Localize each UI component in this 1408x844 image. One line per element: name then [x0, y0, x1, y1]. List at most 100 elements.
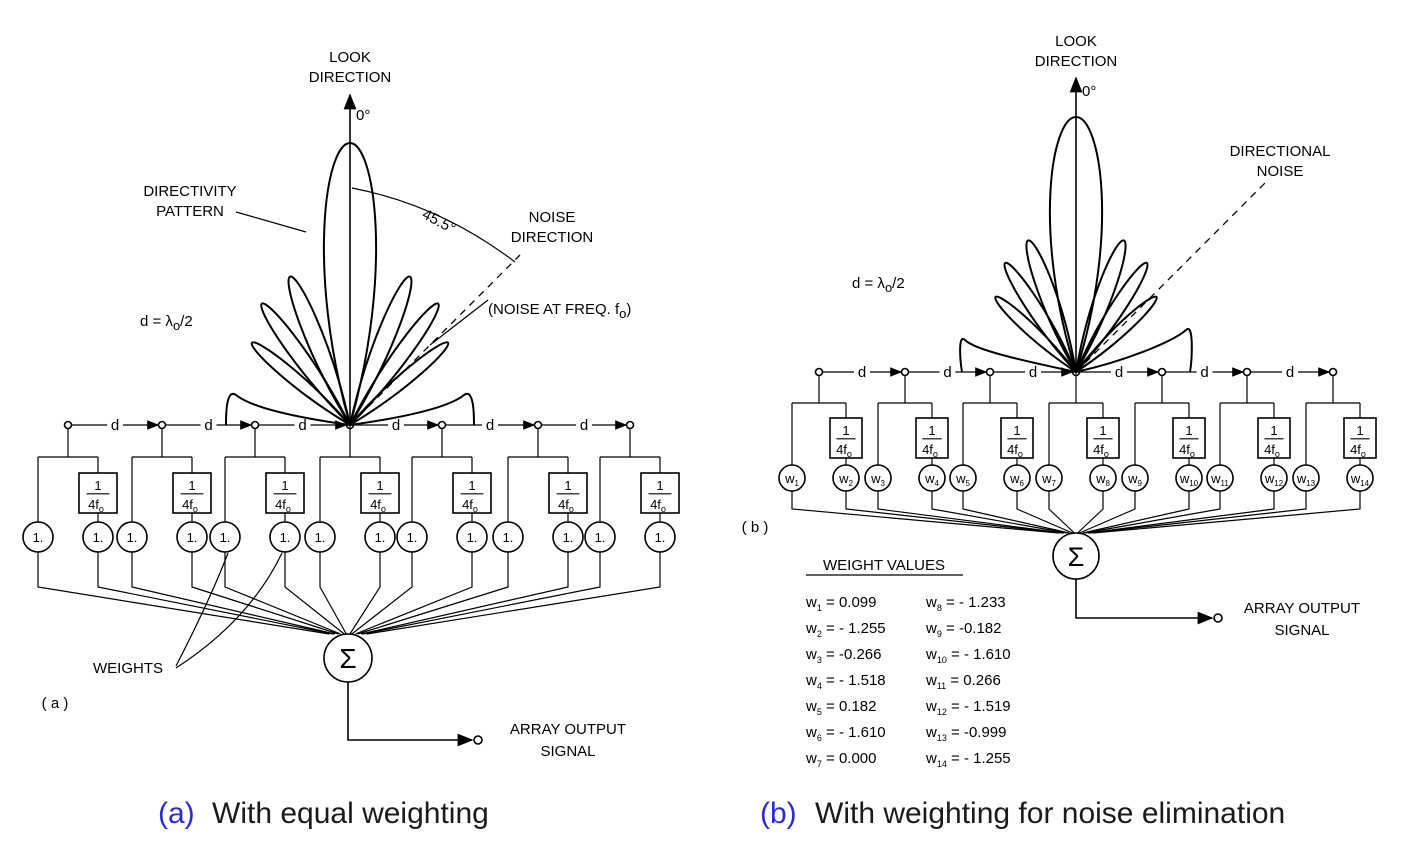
noise-direction-label-2: DIRECTION — [511, 229, 594, 246]
delay-denominator: 4fo — [1350, 442, 1366, 459]
sum-feed-line — [361, 552, 569, 635]
sensor-tap — [63, 420, 73, 430]
delay-denominator: 4fo — [1093, 442, 1109, 459]
weight-label: w13 — [1296, 471, 1316, 488]
back-lobe-right-b — [1075, 328, 1193, 373]
weight-label: w10 — [1179, 471, 1199, 488]
angle-zero-label-b: 0° — [1082, 83, 1096, 100]
sensor-tap — [157, 420, 167, 430]
delay-numerator: 1 — [842, 423, 849, 438]
angle-zero-label: 0° — [356, 107, 370, 124]
look-direction-label-1: LOOK — [329, 49, 371, 66]
sum-feed-line — [224, 552, 341, 635]
spacing-d-label: d — [943, 364, 951, 381]
sum-feed-line — [1082, 491, 1190, 534]
sum-feed-line — [366, 552, 661, 635]
side-lobe-a — [260, 302, 351, 426]
channel-branch — [878, 376, 932, 404]
channel-branch — [963, 376, 1017, 404]
spacing-d-label: d — [1029, 364, 1037, 381]
output-label-b-2: SIGNAL — [1274, 622, 1329, 639]
sum-feed-line — [1079, 491, 1136, 534]
sigma-symbol-b: Σ — [1068, 542, 1085, 572]
weight-value-entry: w2 = - 1.255 — [805, 620, 886, 639]
channel-branch — [320, 429, 380, 458]
channel-branch — [412, 429, 472, 458]
main-lobe-a — [322, 141, 378, 429]
delay-denominator: 4fo — [275, 497, 291, 514]
sensor-tap — [625, 420, 635, 430]
back-lobe-left-a — [225, 392, 351, 426]
weight-value-entry: w13 = -0.999 — [925, 724, 1007, 743]
channel-branch — [1220, 376, 1274, 404]
side-lobe-b — [1025, 239, 1077, 373]
weight-label: w11 — [1210, 471, 1229, 488]
directivity-label-1: DIRECTIVITY — [143, 183, 236, 200]
panel-tag-b: ( b ) — [742, 519, 769, 536]
output-terminal-b — [1213, 613, 1223, 623]
channel-branch — [1049, 376, 1103, 404]
weights-leader-2 — [175, 552, 283, 669]
sensor-tap — [1071, 367, 1081, 377]
weight-value-entry: w12 = - 1.519 — [925, 698, 1011, 717]
delay-denominator: 4fo — [1179, 442, 1195, 459]
delay-numerator: 1 — [1356, 423, 1363, 438]
weight-value-entry: w8 = - 1.233 — [925, 594, 1006, 613]
side-lobe-a — [349, 275, 413, 426]
sum-feed-line — [349, 552, 381, 635]
spacing-d-label: d — [580, 417, 588, 434]
delay-numerator: 1 — [928, 423, 935, 438]
spacing-d-label: d — [486, 417, 494, 434]
side-lobe-b — [1075, 295, 1158, 373]
sum-feed-line — [355, 552, 473, 635]
weight-label: 1. — [280, 530, 291, 545]
weight-value-entry: w1 = 0.099 — [805, 594, 877, 613]
channel-branch — [1306, 376, 1360, 404]
sensor-tap — [900, 367, 910, 377]
sensor-tap — [1242, 367, 1252, 377]
delay-denominator: 4fo — [462, 497, 478, 514]
sensor-tap — [1328, 367, 1338, 377]
weight-value-entry: w14 = - 1.255 — [925, 750, 1011, 769]
channel-branch — [508, 429, 568, 458]
delay-denominator: 4fo — [1264, 442, 1280, 459]
sum-feed-line — [319, 552, 347, 635]
sigma-symbol-a: Σ — [339, 643, 356, 674]
delay-denominator: 4fo — [1007, 442, 1023, 459]
sum-feed-line — [1084, 491, 1221, 534]
sum-feed-line — [1016, 491, 1073, 534]
caption-b-letter: (b) — [760, 797, 797, 830]
delay-numerator: 1 — [468, 478, 475, 493]
delay-denominator: 4fo — [836, 442, 852, 459]
noise-direction-line — [349, 254, 521, 426]
sum-feed-line — [931, 491, 1068, 534]
back-lobe-left-b — [959, 337, 1077, 373]
sensor-tap — [533, 420, 543, 430]
spacing-d-label: d — [111, 417, 119, 434]
panel-tag-a: ( a ) — [42, 695, 69, 712]
weight-label: w8 — [1095, 471, 1110, 488]
weights-leader-1 — [175, 552, 229, 667]
weight-label: 1. — [33, 530, 44, 545]
delay-numerator: 1 — [1099, 423, 1106, 438]
output-label-a-2: SIGNAL — [540, 743, 595, 760]
sum-feed-line — [37, 552, 330, 635]
sum-feed-line — [845, 491, 1063, 534]
delay-numerator: 1 — [188, 478, 195, 493]
sum-feed-line — [363, 552, 601, 635]
delay-numerator: 1 — [564, 478, 571, 493]
caption-a-letter: (a) — [158, 797, 195, 830]
channel-branch — [225, 429, 285, 458]
sensor-tap — [250, 420, 260, 430]
spacing-d-label: d — [1286, 364, 1294, 381]
output-terminal-a — [473, 735, 483, 745]
delay-denominator: 4fo — [182, 497, 198, 514]
weight-label: 1. — [315, 530, 326, 545]
delay-numerator: 1 — [281, 478, 288, 493]
weight-value-entry: w4 = - 1.518 — [805, 672, 886, 691]
weight-value-entry: w9 = -0.182 — [925, 620, 1002, 639]
sum-feed-line — [191, 552, 339, 635]
